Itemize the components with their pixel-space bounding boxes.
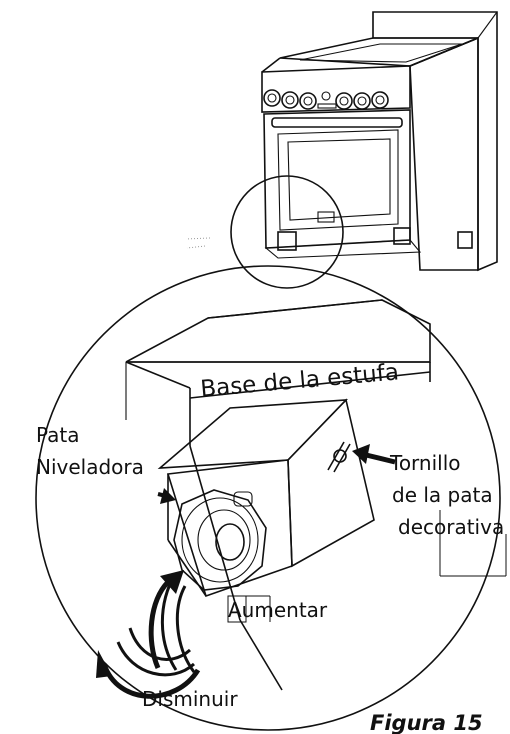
base-detail bbox=[125, 299, 431, 691]
aumentar-label: Aumentar bbox=[228, 598, 328, 622]
tornillo-label-line3: decorativa bbox=[398, 515, 504, 539]
disminuir-label: Disminuir bbox=[142, 687, 238, 711]
tornillo-label-line1: Tornillo bbox=[389, 451, 461, 475]
pata-label-line1: Pata bbox=[36, 423, 80, 447]
tornillo-label-line2: de la pata bbox=[392, 483, 493, 507]
leveling-leg-icon bbox=[157, 398, 375, 598]
magnifier-circle bbox=[230, 175, 344, 289]
pointer-arrow-icon bbox=[157, 444, 396, 504]
range-stove-icon bbox=[185, 11, 498, 272]
detail-circle bbox=[35, 265, 501, 731]
pata-label-line2: Niveladora bbox=[36, 455, 144, 479]
figure-label: Figura 15 bbox=[370, 711, 483, 734]
knob-icon bbox=[263, 89, 389, 110]
rotation-arrows-icon bbox=[96, 570, 201, 699]
base-label: Base de la estufa bbox=[199, 359, 400, 402]
